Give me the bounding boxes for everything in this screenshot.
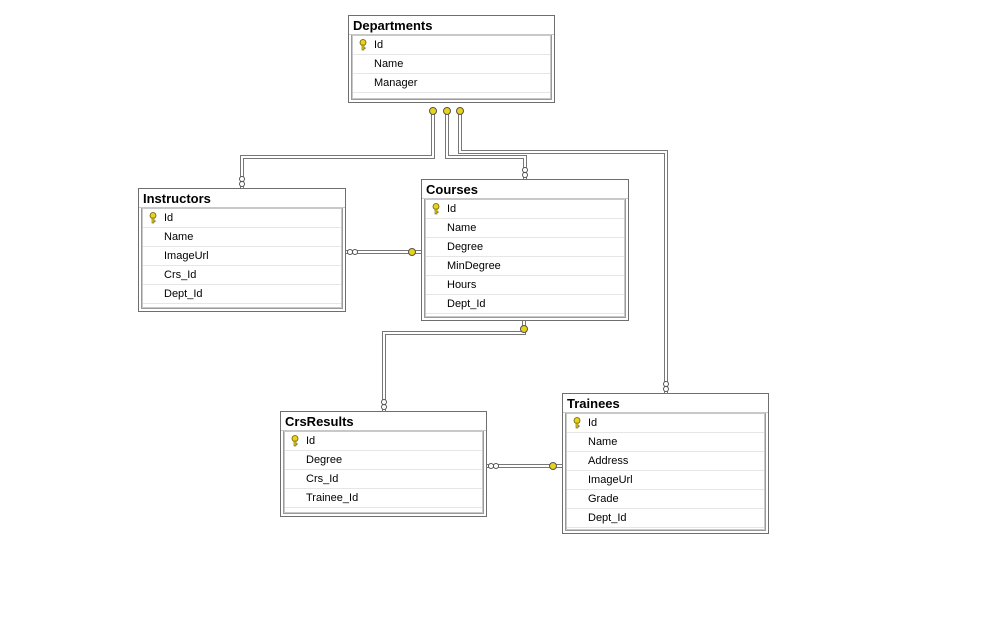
rel-departments-instructors <box>240 110 435 188</box>
column-row[interactable]: Hours <box>426 276 624 295</box>
column-name: Name <box>164 231 194 243</box>
one-end-key-icon <box>408 107 557 470</box>
column-row[interactable]: Name <box>143 228 341 247</box>
table-title: Trainees <box>563 394 768 413</box>
table-title: Courses <box>422 180 628 199</box>
column-name: Address <box>588 455 629 467</box>
column-row[interactable]: Dept_Id <box>567 509 764 528</box>
column-name: Dept_Id <box>447 298 486 310</box>
column-row[interactable]: Name <box>426 219 624 238</box>
column-name: Id <box>588 417 598 429</box>
table-title: CrsResults <box>281 412 486 431</box>
column-name: Manager <box>374 77 418 89</box>
column-name: Grade <box>588 493 619 505</box>
column-name: Degree <box>306 454 343 466</box>
column-name: Hours <box>447 279 477 291</box>
column-row[interactable]: Manager <box>353 74 550 93</box>
column-row[interactable]: Dept_Id <box>426 295 624 314</box>
table-title: Departments <box>349 16 554 35</box>
primary-key-icon <box>573 417 581 429</box>
column-row[interactable]: Trainee_Id <box>285 489 482 508</box>
column-name: Name <box>588 436 618 448</box>
primary-key-icon <box>291 435 299 447</box>
column-row[interactable]: ImageUrl <box>143 247 341 266</box>
primary-key-icon <box>432 203 440 215</box>
column-row[interactable]: Id <box>426 200 624 219</box>
column-row[interactable]: Degree <box>285 451 482 470</box>
column-name: Id <box>306 435 316 447</box>
column-name: Id <box>447 203 457 215</box>
table-title: Instructors <box>139 189 345 208</box>
column-name: MinDegree <box>447 260 501 272</box>
column-name: Id <box>374 39 384 51</box>
column-row[interactable]: Id <box>143 209 341 228</box>
column-row[interactable]: Address <box>567 452 764 471</box>
primary-key-icon <box>359 39 367 51</box>
column-name: Dept_Id <box>588 512 627 524</box>
column-row[interactable]: Dept_Id <box>143 285 341 304</box>
column-row[interactable]: MinDegree <box>426 257 624 276</box>
primary-key-icon <box>149 212 157 224</box>
many-end-infinity-icon <box>239 167 669 469</box>
column-name: Crs_Id <box>306 473 339 485</box>
column-row[interactable]: Name <box>353 55 550 74</box>
column-name: Trainee_Id <box>306 492 359 504</box>
column-row[interactable]: Name <box>567 433 764 452</box>
column-row[interactable]: Crs_Id <box>143 266 341 285</box>
column-name: Degree <box>447 241 484 253</box>
column-name: Crs_Id <box>164 269 197 281</box>
column-name: Name <box>374 58 404 70</box>
column-row[interactable]: Crs_Id <box>285 470 482 489</box>
column-row[interactable]: ImageUrl <box>567 471 764 490</box>
column-name: Name <box>447 222 477 234</box>
column-row[interactable]: Id <box>567 414 764 433</box>
column-name: Id <box>164 212 174 224</box>
column-name: ImageUrl <box>164 250 209 262</box>
column-row[interactable]: Degree <box>426 238 624 257</box>
column-row[interactable]: Id <box>353 36 550 55</box>
column-name: Dept_Id <box>164 288 203 300</box>
column-row[interactable]: Id <box>285 432 482 451</box>
column-row[interactable]: Grade <box>567 490 764 509</box>
column-name: ImageUrl <box>588 474 633 486</box>
